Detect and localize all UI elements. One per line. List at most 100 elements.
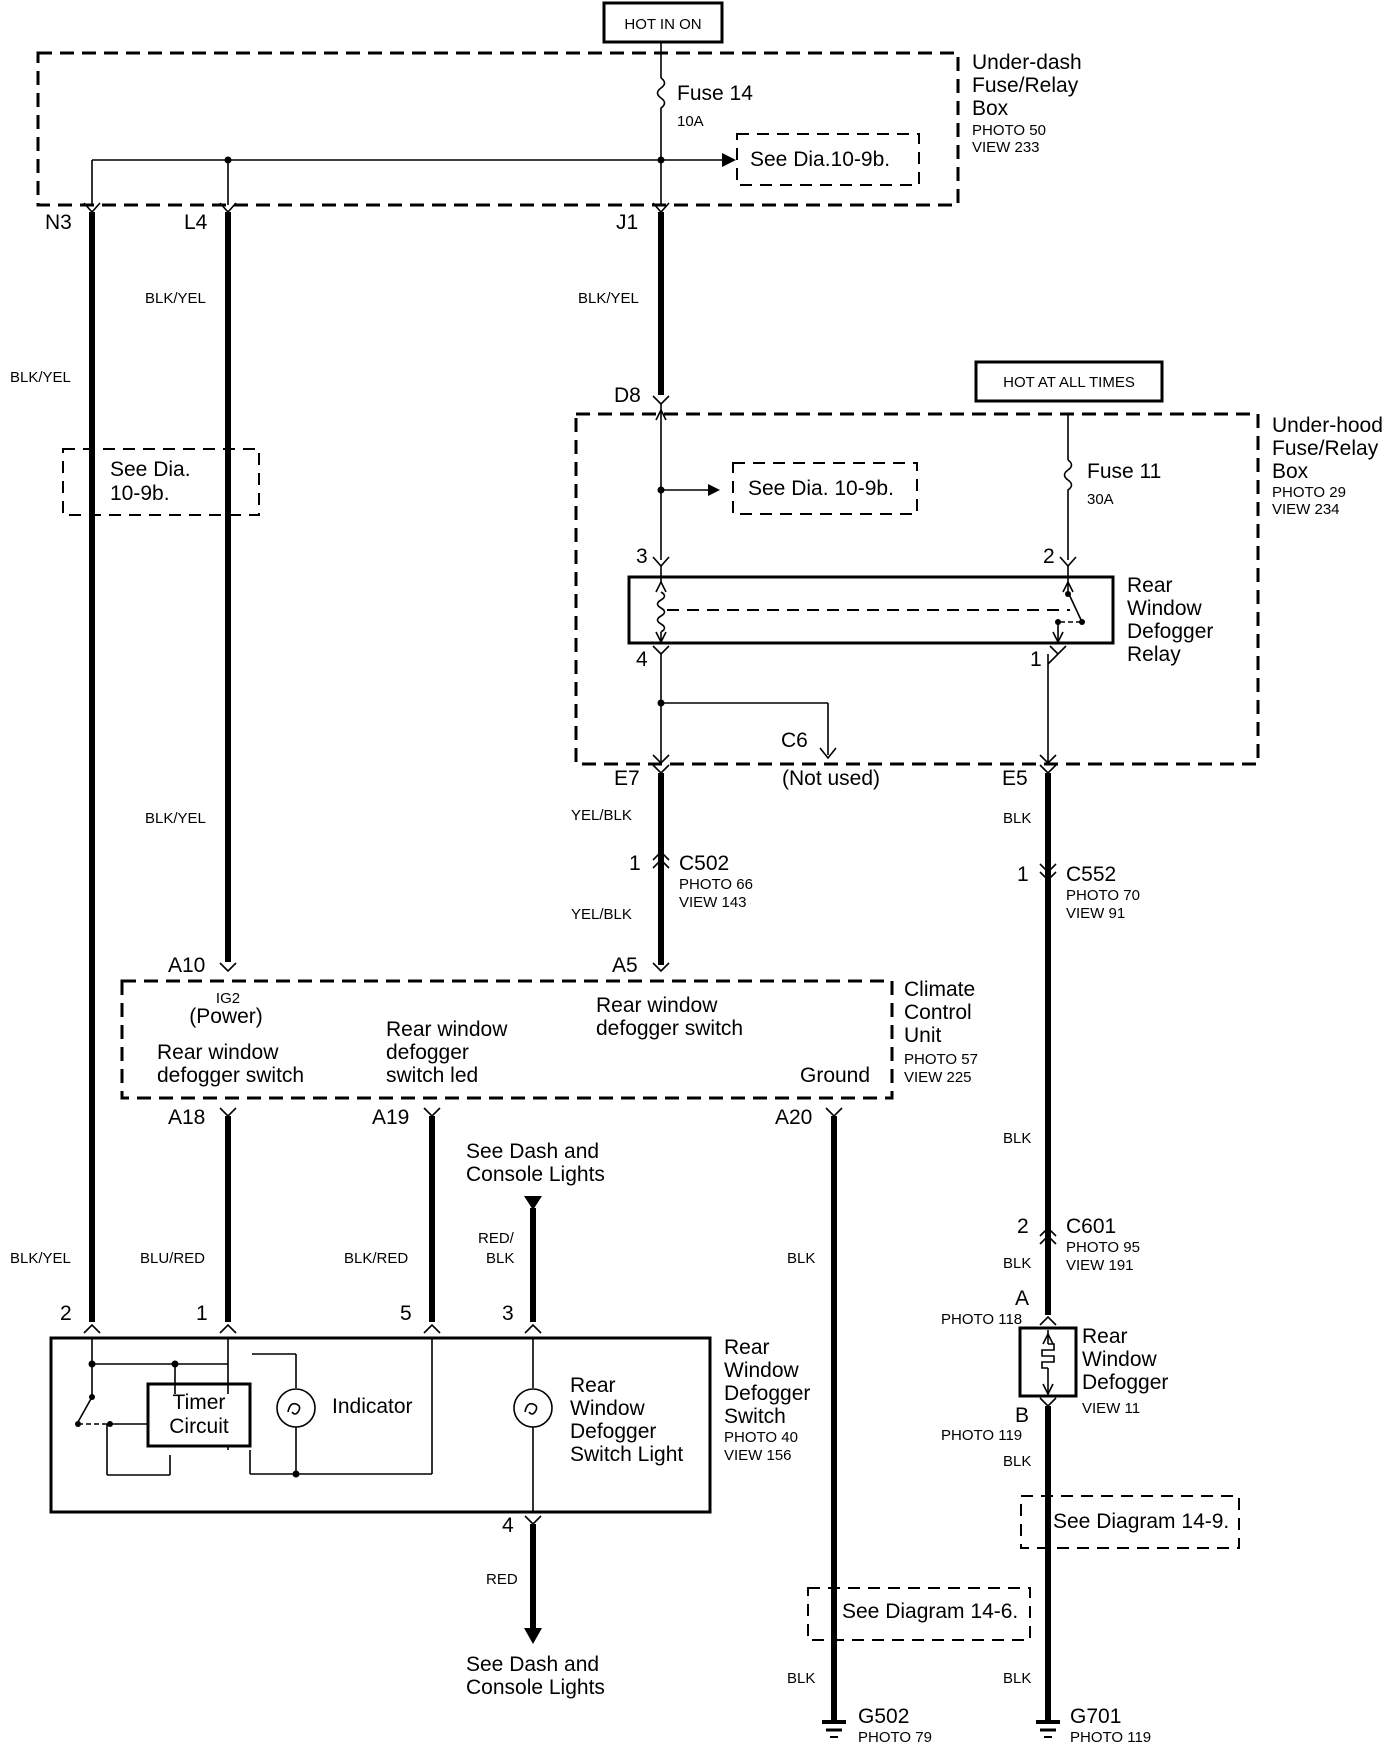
climate-control-unit-box (120, 979, 894, 1100)
switch-light-3: Defogger (570, 1420, 656, 1443)
switch-name-3: Defogger (724, 1382, 810, 1405)
defogger-switch-box (49, 1336, 712, 1514)
see-diagram-14-6-box (807, 1587, 1031, 1641)
terminal-d8: D8 (614, 384, 641, 407)
terminal-n3: N3 (45, 211, 72, 234)
relay-contact-icon (1067, 591, 1083, 623)
c552-view: VIEW 91 (1066, 905, 1125, 922)
ccu-view: VIEW 225 (904, 1069, 972, 1086)
fuse-11-rating: 30A (1087, 491, 1114, 508)
switch-name-1: Rear (724, 1336, 770, 1359)
terminal-switch-2: 2 (60, 1302, 72, 1325)
g701-photo: PHOTO 119 (1070, 1729, 1151, 1746)
underhood-view: VIEW 234 (1272, 501, 1340, 518)
indicator-label: Indicator (332, 1395, 413, 1418)
wire-label-e7-top: YEL/BLK (571, 807, 632, 824)
ccu-led-3: switch led (386, 1064, 478, 1087)
switch-light-bulb-icon (513, 1388, 553, 1428)
left-see-ref-1: See Dia. (110, 458, 191, 481)
c601-name: C601 (1066, 1215, 1116, 1238)
left-see-ref-box (62, 448, 260, 516)
terminal-relay-3: 3 (636, 545, 648, 568)
hot-at-all-times-box (974, 360, 1164, 403)
underdash-photo: PHOTO 50 (972, 122, 1046, 139)
hot-in-on-label: HOT IN ON (624, 16, 701, 33)
defogger-name-1: Rear (1082, 1325, 1128, 1348)
terminal-l4: L4 (184, 211, 208, 234)
terminal-defogger-a: A (1015, 1287, 1029, 1310)
fuse-11-label: Fuse 11 (1087, 460, 1161, 483)
dash-lights-bottom-1: See Dash and (466, 1653, 599, 1676)
ccu-ig2: IG2 (216, 990, 240, 1007)
underhood-name-2: Fuse/Relay (1272, 437, 1379, 460)
wire-label-red: RED (486, 1571, 518, 1588)
wire-label-l4-top: BLK/YEL (145, 290, 206, 307)
switch-photo: PHOTO 40 (724, 1429, 798, 1446)
ccu-ground: Ground (800, 1064, 870, 1087)
underhood-box (574, 412, 1260, 766)
switch-name-2: Window (724, 1359, 800, 1382)
underdash-name-2: Fuse/Relay (972, 74, 1079, 97)
terminal-switch-3: 3 (502, 1302, 514, 1325)
c552-name: C552 (1066, 863, 1116, 886)
see-diagram-14-9: See Diagram 14-9. (1053, 1510, 1229, 1533)
g502-name: G502 (858, 1705, 909, 1728)
wire-label-e7-bottom: YEL/BLK (571, 906, 632, 923)
ccu-rwds-a18-2: defogger switch (157, 1064, 304, 1087)
wire-label-g701: BLK (1003, 1670, 1031, 1687)
defogger-photo-b: PHOTO 119 (941, 1427, 1022, 1444)
switch-name-4: Switch (724, 1405, 786, 1428)
terminal-switch-5: 5 (400, 1302, 412, 1325)
terminal-relay-4: 4 (636, 648, 648, 671)
wire-label-c601: BLK (1003, 1255, 1031, 1272)
c552-pin: 1 (1017, 863, 1029, 886)
wire-label-red-blk-1: RED/ (478, 1230, 515, 1247)
wire-label-defogger: BLK (1003, 1453, 1031, 1470)
left-see-ref-2: 10-9b. (110, 482, 170, 505)
underhood-photo: PHOTO 29 (1272, 484, 1346, 501)
terminal-defogger-b: B (1015, 1404, 1029, 1427)
c502-pin: 1 (629, 852, 641, 875)
underdash-box (36, 51, 960, 207)
terminal-a18: A18 (168, 1106, 205, 1129)
see-diagram-14-9-box (1020, 1495, 1240, 1549)
terminal-a5: A5 (612, 954, 638, 977)
defogger-photo-a: PHOTO 118 (941, 1311, 1022, 1328)
relay-name-2: Window (1127, 597, 1203, 620)
terminal-c6: C6 (781, 729, 808, 752)
switch-contact-icon (77, 1396, 93, 1423)
timer-circuit-box (146, 1382, 252, 1448)
switch-light-1: Rear (570, 1374, 616, 1397)
terminal-e7: E7 (614, 767, 640, 790)
terminal-j1: J1 (616, 211, 638, 234)
c601-view: VIEW 191 (1066, 1257, 1134, 1274)
timer-circuit-1: Timer (173, 1391, 226, 1414)
switch-view: VIEW 156 (724, 1447, 792, 1464)
g502-photo: PHOTO 79 (858, 1729, 932, 1746)
c502-view: VIEW 143 (679, 894, 747, 911)
switch-light-4: Switch Light (570, 1443, 683, 1466)
relay-coil-icon (656, 591, 666, 633)
dash-lights-top-arrow (524, 1196, 542, 1210)
wire-label-n3-bottom: BLK/YEL (10, 1250, 71, 1267)
ccu-name-2: Control (904, 1001, 972, 1024)
terminal-a20: A20 (775, 1106, 812, 1129)
terminal-a10: A10 (168, 954, 205, 977)
defogger-relay-box (627, 575, 1115, 645)
wire-label-n3: BLK/YEL (10, 369, 71, 386)
c502-photo: PHOTO 66 (679, 876, 753, 893)
dash-lights-bottom-arrow (524, 1628, 542, 1644)
hot-at-all-times-label: HOT AT ALL TIMES (1003, 374, 1135, 391)
underhood-see-ref: See Dia. 10-9b. (748, 477, 894, 500)
terminal-relay-1: 1 (1030, 648, 1042, 671)
dash-lights-bottom-2: Console Lights (466, 1676, 605, 1699)
ccu-power: (Power) (189, 1005, 263, 1028)
see-diagram-14-6: See Diagram 14-6. (842, 1600, 1018, 1623)
fuse-14-label: Fuse 14 (677, 82, 753, 105)
ccu-photo: PHOTO 57 (904, 1051, 978, 1068)
wire-label-a18: BLU/RED (140, 1250, 205, 1267)
defogger-grid-icon (1041, 1343, 1055, 1369)
underdash-see-ref-box (736, 133, 920, 186)
wire-label-red-blk-2: BLK (486, 1250, 514, 1267)
